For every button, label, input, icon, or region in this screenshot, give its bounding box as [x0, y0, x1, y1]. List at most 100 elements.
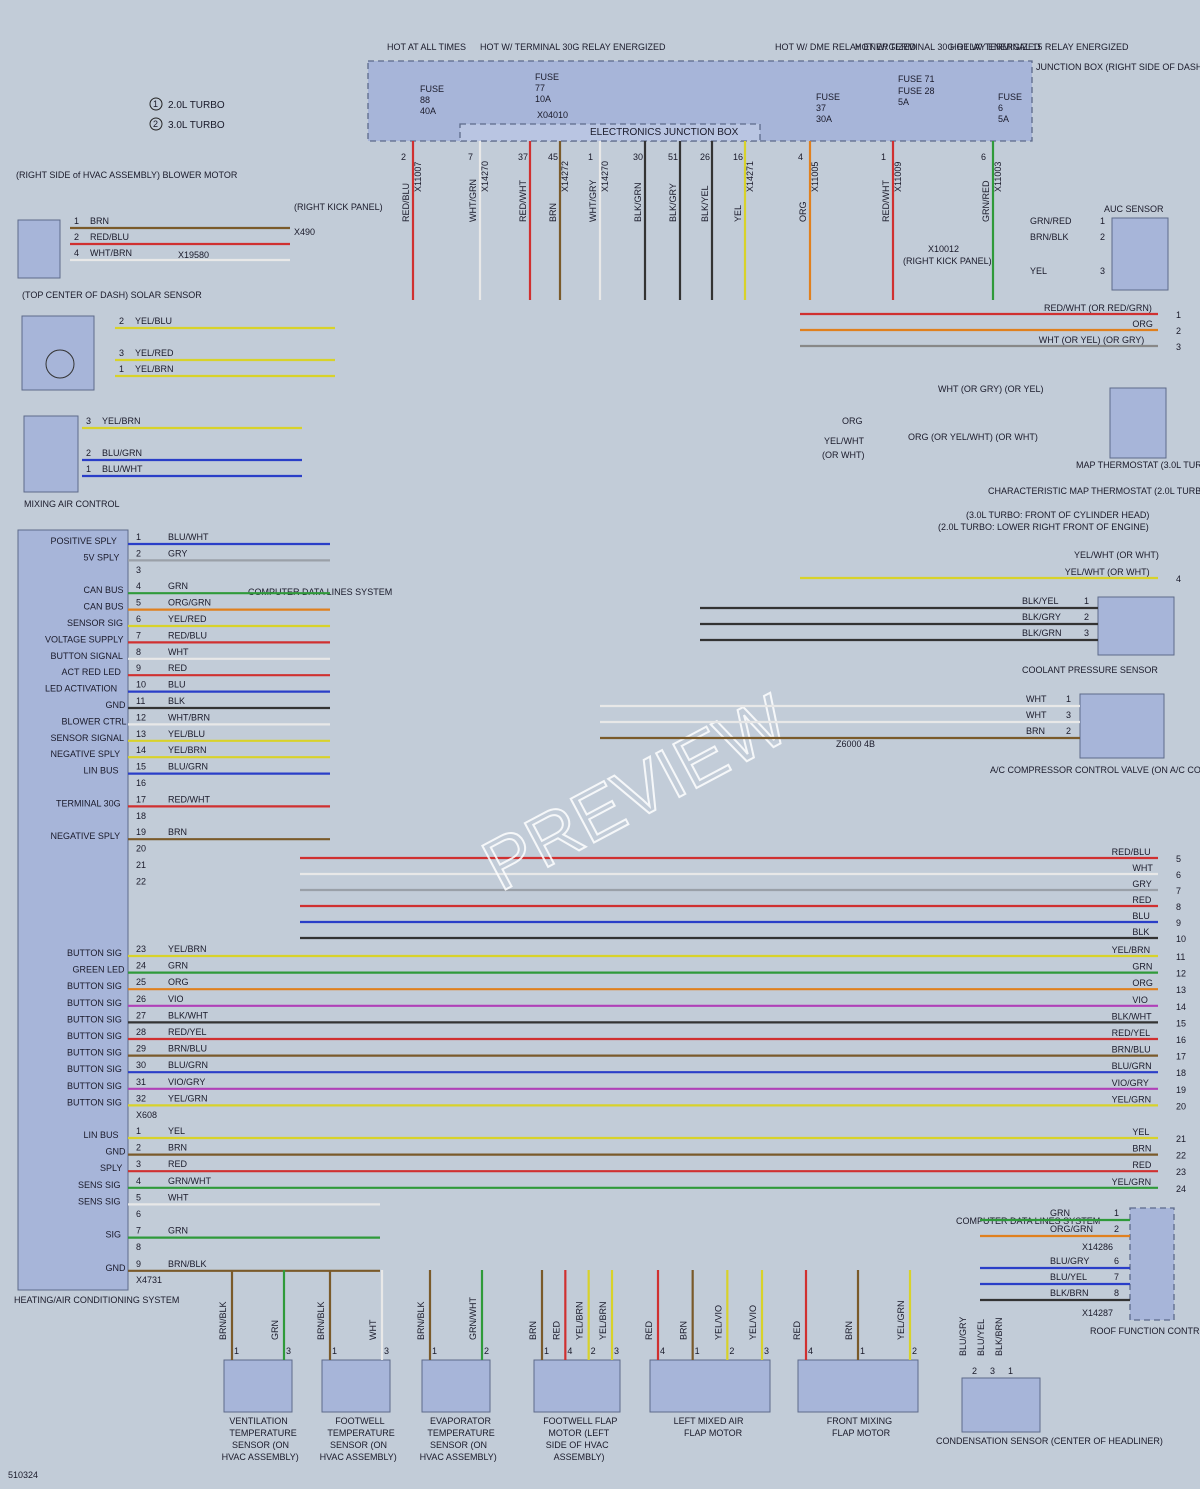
- auc-pin-2: 3: [1100, 266, 1105, 276]
- compressor-pin-2: 2: [1066, 726, 1071, 736]
- hvac-pin-num-3: 3: [136, 565, 141, 575]
- right-wire-label-9: BLU: [1132, 911, 1150, 921]
- bottom-wire-label-3-2: YEL/BRN: [575, 1301, 585, 1340]
- map-title2: CHARACTERISTIC MAP THERMOSTAT (2.0L TURB…: [988, 486, 1200, 496]
- top-wire-conn-3: X14272: [560, 161, 570, 192]
- hvac-title: HEATING/AIR CONDITIONING SYSTEM: [14, 1295, 179, 1305]
- junction-box-label: JUNCTION BOX (RIGHT SIDE OF DASH): [1036, 62, 1200, 72]
- top-wire-pin-10: 1: [881, 152, 886, 162]
- svg-text:77: 77: [535, 83, 545, 93]
- right-wire-label-11: YEL/BRN: [1112, 945, 1151, 955]
- map-ywht: YEL/WHT (OR WHT): [1074, 550, 1159, 560]
- hvac-pin-label-14: NEGATIVE SPLY: [51, 749, 121, 759]
- right-wire-label-21: YEL: [1132, 1127, 1149, 1137]
- bottom-component-4: [649, 1359, 771, 1413]
- hvac-pin-num-9: 9: [136, 663, 141, 673]
- roof-function-control-center: [1129, 1207, 1175, 1321]
- hvac-pin2-num-32: 32: [136, 1093, 146, 1103]
- x19580: X19580: [178, 250, 209, 260]
- bottom-title-0-0: VENTILATION: [229, 1416, 287, 1426]
- hvac-pin2-color-32: YEL/GRN: [168, 1093, 208, 1103]
- hvac-pin2-color-29: BRN/BLU: [168, 1044, 207, 1054]
- hvac-pin3-num-8: 8: [136, 1242, 141, 1252]
- blower-kick: (RIGHT KICK PANEL): [294, 202, 383, 212]
- roof-pin-0: 1: [1114, 1208, 1119, 1218]
- hvac-pin-num-8: 8: [136, 647, 141, 657]
- x490: X490: [294, 227, 315, 237]
- roof-color-1: ORG/GRN: [1050, 1224, 1093, 1234]
- top-wire-conn-4: X14270: [600, 161, 610, 192]
- hvac-pin3-num-4: 4: [136, 1176, 141, 1186]
- svg-text:6: 6: [998, 103, 1003, 113]
- hvac-pin-num-17: 17: [136, 794, 146, 804]
- hvac-pin2-color-25: ORG: [168, 977, 189, 987]
- compressor-pin-0: 1: [1066, 694, 1071, 704]
- hvac-pin2-color-27: BLK/WHT: [168, 1010, 209, 1020]
- hvac-pin3-num-3: 3: [136, 1159, 141, 1169]
- hvac-pin-label-6: SENSOR SIG: [67, 618, 123, 628]
- svg-text:FUSE 28: FUSE 28: [898, 86, 935, 96]
- solar-pin-1: 3: [119, 348, 124, 358]
- hvac-pin-color-9: RED: [168, 663, 188, 673]
- hvac-pin2-num-26: 26: [136, 994, 146, 1004]
- hot-label-4: HOT W/ TERMINAL 30G RELAY ENERGIZED: [855, 42, 1041, 52]
- hvac-pin3-color-9: BRN/BLK: [168, 1259, 207, 1269]
- x10012: X10012: [928, 244, 959, 254]
- z6000: Z6000 4B: [836, 739, 875, 749]
- ac-compressor-valve: [1079, 693, 1165, 759]
- hvac-pin-num-4: 4: [136, 581, 141, 591]
- upper-right-label-3: WHT (OR YEL) (OR GRY): [1039, 335, 1145, 345]
- right-wires: 5RED/BLU6WHT7GRY8RED9BLU10BLK11YEL/BRN12…: [300, 303, 1186, 1194]
- hvac-pin-color-15: BLU/GRN: [168, 762, 208, 772]
- hvac-pin3-num-2: 2: [136, 1143, 141, 1153]
- hvac-pin-label-7: VOLTAGE SUPPLY: [45, 634, 124, 644]
- map-wire2: WHT (OR GRY) (OR YEL): [938, 384, 1044, 394]
- fuse-37: FUSE 37 30A: [816, 92, 840, 124]
- hvac-pin3-color-1: YEL: [168, 1126, 185, 1136]
- top-wire-pin-4: 1: [588, 152, 593, 162]
- hvac-wires: [128, 542, 1158, 1272]
- x14287: X14287: [1082, 1308, 1113, 1318]
- bottom-pin-5-0: 4: [808, 1346, 813, 1356]
- hvac-pin-label-1: POSITIVE SPLY: [51, 536, 117, 546]
- mixing-pin-1: 2: [86, 448, 91, 458]
- right-wire-label-16: RED/YEL: [1112, 1028, 1151, 1038]
- hvac-pin-color-1: BLU/WHT: [168, 532, 209, 542]
- condensation-pin-1: 3: [990, 1366, 995, 1376]
- hvac-pin3-num-1: 1: [136, 1126, 141, 1136]
- hvac-pin-num-5: 5: [136, 598, 141, 608]
- svg-text:5A: 5A: [998, 114, 1009, 124]
- hvac-pin-color-6: YEL/RED: [168, 614, 207, 624]
- auc-title: AUC SENSOR: [1104, 204, 1164, 214]
- hvac-pin-num-7: 7: [136, 630, 141, 640]
- map-orwht: (OR WHT): [822, 450, 865, 460]
- map-title: MAP THERMOSTAT (3.0L TURBO): [1076, 460, 1200, 470]
- hvac-pin-color-13: YEL/BLU: [168, 729, 205, 739]
- top-wire-conn-10: X11009: [893, 162, 903, 192]
- hvac-pin-color-12: WHT/BRN: [168, 712, 210, 722]
- top-wire-conn-1: X14270: [480, 161, 490, 192]
- top-wire-color-11: GRN/RED: [981, 180, 991, 222]
- hvac-pin-num-15: 15: [136, 762, 146, 772]
- hvac-pin2-label-31: BUTTON SIG: [67, 1081, 122, 1091]
- top-wire-pin-5: 30: [633, 152, 643, 162]
- condensation-wire-2: BLK/BRN: [994, 1317, 1004, 1356]
- hvac-pin2-color-23: YEL/BRN: [168, 944, 207, 954]
- mixing-pin-0: 3: [86, 416, 91, 426]
- blower-motor: [17, 219, 61, 279]
- upper-right-num-1: 1: [1176, 310, 1181, 320]
- svg-text:FUSE: FUSE: [816, 92, 840, 102]
- roof-color-0: GRN: [1050, 1208, 1070, 1218]
- bottom-wire-label-4-0: RED: [644, 1320, 654, 1340]
- hvac-pin2-label-27: BUTTON SIG: [67, 1014, 122, 1024]
- right-wire-label-24: YEL/GRN: [1112, 1177, 1152, 1187]
- hvac-pin-num-10: 10: [136, 680, 146, 690]
- condensation-pin-0: 2: [972, 1366, 977, 1376]
- mixing-color-0: YEL/BRN: [102, 416, 141, 426]
- roof-pin-4: 8: [1114, 1288, 1119, 1298]
- hvac-pin-num-14: 14: [136, 745, 146, 755]
- right-wire-label-7: GRY: [1132, 879, 1151, 889]
- top-wire-pin-7: 26: [700, 152, 710, 162]
- hvac-pin2-color-24: GRN: [168, 961, 188, 971]
